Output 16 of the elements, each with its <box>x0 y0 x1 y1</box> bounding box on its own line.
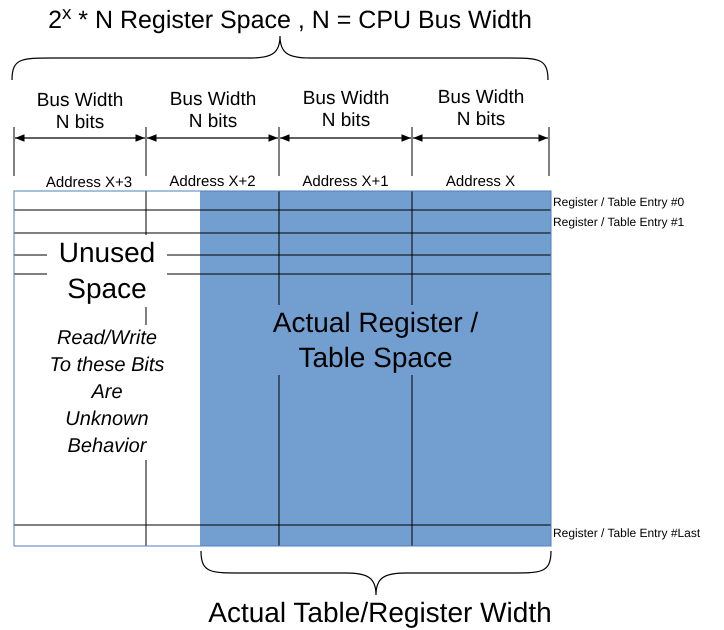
address-label: Address X+2 <box>168 172 257 192</box>
diagram-title: 2$^{x}$ * N Register Space , N = CPU Bus Width <box>47 4 533 36</box>
address-label: Address X <box>444 172 516 192</box>
register-space-region <box>200 191 551 546</box>
row-label: Register / Table Entry #1 <box>553 214 686 231</box>
dimension-label: Bus Width N bits <box>36 90 124 134</box>
address-label: Address X+3 <box>44 173 134 193</box>
region-note: Read/Write To these Bits Are Unknown Behavior <box>48 325 166 460</box>
width-label: Actual Table/Register Width <box>207 596 553 630</box>
dimension-label: Bus Width N bits <box>302 88 390 132</box>
region-title: Unused Space <box>47 235 167 307</box>
dimension-label: Bus Width N bits <box>436 87 526 131</box>
row-label: Register / Table Entry #0 <box>553 194 686 211</box>
row-label: Register / Table Entry #Last <box>553 525 702 542</box>
dimension-label: Bus Width N bits <box>168 89 258 133</box>
address-label: Address X+1 <box>301 172 390 192</box>
